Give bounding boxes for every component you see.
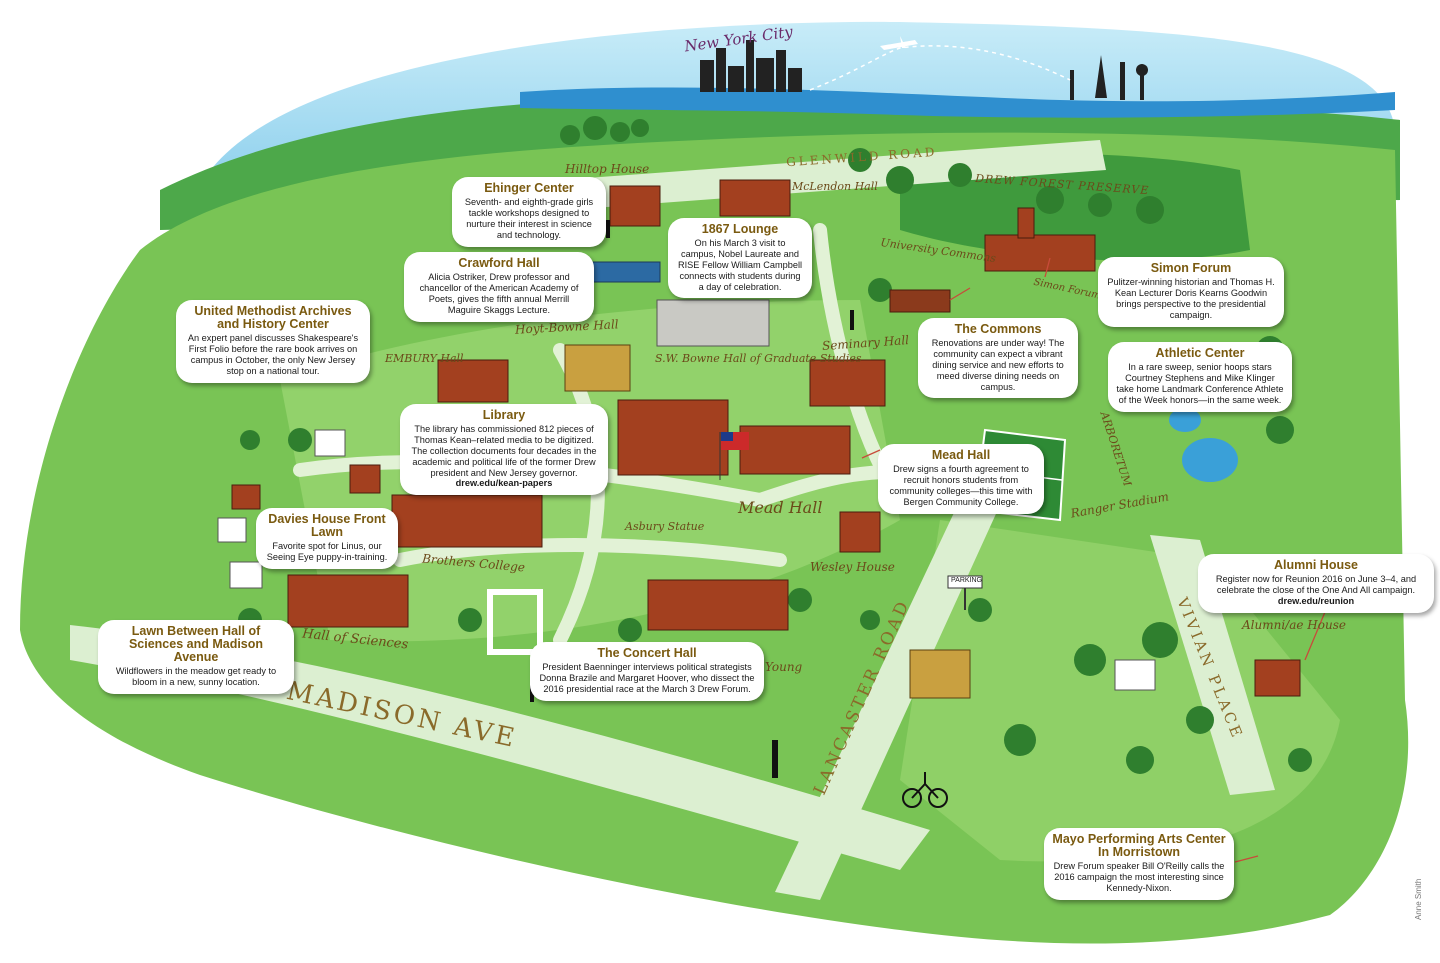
callout-body: The library has commissioned 812 pieces … xyxy=(411,424,597,478)
label-young: Young xyxy=(765,660,803,674)
parking-sign xyxy=(947,575,983,610)
label-wesley: Wesley House xyxy=(810,560,895,574)
callout-title: Davies House Front Lawn xyxy=(268,512,386,540)
building-sw-bowne xyxy=(564,344,631,392)
callout-title: 1867 Lounge xyxy=(701,222,779,236)
callout-leader-lines xyxy=(861,257,1331,863)
callout-title: Library xyxy=(482,408,526,422)
kean-papers-link[interactable]: drew.edu/kean-papers xyxy=(455,478,553,489)
callout-body: President Baenninger interviews politica… xyxy=(539,662,755,694)
vivian-place-shape xyxy=(1150,535,1275,795)
callout-title: Athletic Center xyxy=(1155,346,1245,360)
building-alumni-house xyxy=(1254,659,1301,697)
plane-route xyxy=(809,45,1071,91)
american-flag xyxy=(719,432,749,480)
building-concert-hall xyxy=(647,579,789,631)
label-embury: EMBURY Hall xyxy=(385,352,464,365)
building-hall-of-sciences xyxy=(287,574,409,628)
callout-concert-hall: The Concert Hall President Baenninger in… xyxy=(530,642,764,701)
label-asbury: Asbury Statue xyxy=(625,520,705,533)
callout-athletic-center: Athletic Center In a rare sweep, senior … xyxy=(1108,342,1292,412)
river xyxy=(520,87,1395,118)
arboretum-pond-2 xyxy=(1169,408,1201,432)
callout-crawford-hall: Crawford Hall Alicia Ostriker, Drew prof… xyxy=(404,252,594,322)
label-parking: PARKING xyxy=(951,577,982,584)
callout-body: Seventh- and eighth-grade girls tackle w… xyxy=(464,197,594,240)
building-small-2 xyxy=(349,464,381,494)
label-sw-bowne: S.W. Bowne Hall of Graduate Studies xyxy=(655,352,862,365)
callout-the-commons: The Commons Renovations are under way! T… xyxy=(918,318,1078,399)
building-library xyxy=(617,399,729,476)
callout-body: An expert panel discusses Shakespeare's … xyxy=(187,333,359,376)
callout-united-methodist-archives: United Methodist Archives and History Ce… xyxy=(176,300,370,383)
callout-title: Mead Hall xyxy=(931,448,991,462)
callout-1867-lounge: 1867 Lounge On his March 3 visit to camp… xyxy=(668,218,812,299)
building-university-commons xyxy=(889,289,951,313)
artist-credit: Anne Smith xyxy=(1414,878,1423,920)
building-small-4 xyxy=(217,517,247,543)
callout-title: Mayo Performing Arts Center In Morristow… xyxy=(1052,832,1226,860)
callout-title: Lawn Between Hall of Sciences and Madiso… xyxy=(128,624,264,665)
callout-ehinger-center: Ehinger Center Seventh- and eighth-grade… xyxy=(452,177,606,247)
airplane-icon xyxy=(880,36,918,50)
label-alumni-house: Alumni/ae House xyxy=(1242,618,1346,632)
building-hoyt-bowne xyxy=(656,299,770,347)
label-mead: Mead Hall xyxy=(738,498,823,517)
callout-mead-hall: Mead Hall Drew signs a fourth agreement … xyxy=(878,444,1044,514)
arboretum-pond xyxy=(1182,438,1238,482)
callout-body: Favorite spot for Linus, our Seeing Eye … xyxy=(266,541,388,563)
callout-body: Alicia Ostriker, Drew professor and chan… xyxy=(419,272,579,315)
callout-title: The Concert Hall xyxy=(597,646,697,660)
building-lancaster-house xyxy=(909,649,971,699)
far-landmarks xyxy=(1070,55,1148,100)
reunion-link[interactable]: drew.edu/reunion xyxy=(1277,595,1355,606)
building-small-1 xyxy=(314,429,346,457)
forest-preserve-area xyxy=(900,153,1250,261)
callout-library: Library The library has commissioned 812… xyxy=(400,404,608,496)
callout-body: Pulitzer-winning historian and Thomas H.… xyxy=(1107,277,1275,320)
callout-title: Simon Forum xyxy=(1150,261,1232,275)
callout-title: The Commons xyxy=(954,322,1042,336)
building-simon-tower xyxy=(1017,207,1035,239)
callout-simon-forum: Simon Forum Pulitzer-winning historian a… xyxy=(1098,257,1284,327)
tree-clusters xyxy=(238,116,1312,774)
building-simon-forum xyxy=(984,234,1096,272)
callout-title: Crawford Hall xyxy=(458,256,540,270)
callout-body: Drew Forum speaker Bill O'Reilly calls t… xyxy=(1053,861,1225,893)
callout-title: United Methodist Archives and History Ce… xyxy=(194,304,352,332)
glenwild-road-shape xyxy=(560,140,1106,210)
callout-body: Register now for Reunion 2016 on June 3–… xyxy=(1215,574,1417,595)
callout-title: Alumni House xyxy=(1273,558,1359,572)
callout-alumni-house: Alumni House Register now for Reunion 20… xyxy=(1198,554,1434,613)
callout-title: Ehinger Center xyxy=(484,181,574,195)
callout-davies-house: Davies House Front Lawn Favorite spot fo… xyxy=(256,508,398,569)
callout-body: Renovations are under way! The community… xyxy=(931,338,1065,392)
callout-body: On his March 3 visit to campus, Nobel La… xyxy=(677,238,803,292)
building-mclendon xyxy=(719,179,791,217)
nyc-skyline xyxy=(700,40,802,92)
label-hilltop: Hilltop House xyxy=(565,162,650,176)
building-vivian-house xyxy=(1114,659,1156,691)
building-small-5 xyxy=(229,561,263,589)
cyclist-icon xyxy=(902,772,948,808)
label-mclendon: McLendon Hall xyxy=(792,180,878,193)
building-embury xyxy=(437,359,509,403)
building-small-3 xyxy=(231,484,261,510)
building-wesley xyxy=(839,511,881,553)
building-brothers xyxy=(391,494,543,548)
building-crawford xyxy=(589,261,661,283)
lancaster-road-shape xyxy=(775,500,1000,900)
gate-arch xyxy=(487,589,543,655)
building-hilltop xyxy=(609,185,661,227)
callout-lawn-madison: Lawn Between Hall of Sciences and Madiso… xyxy=(98,620,294,695)
callout-mayo-arts-center: Mayo Performing Arts Center In Morristow… xyxy=(1044,828,1234,900)
building-seminary xyxy=(809,359,886,407)
buildings xyxy=(217,179,1301,699)
callout-body: Wildflowers in the meadow get ready to b… xyxy=(115,666,277,688)
building-mead xyxy=(739,425,851,475)
callout-body: In a rare sweep, senior hoops stars Cour… xyxy=(1116,362,1284,405)
callout-body: Drew signs a fourth agreement to recruit… xyxy=(889,464,1033,507)
